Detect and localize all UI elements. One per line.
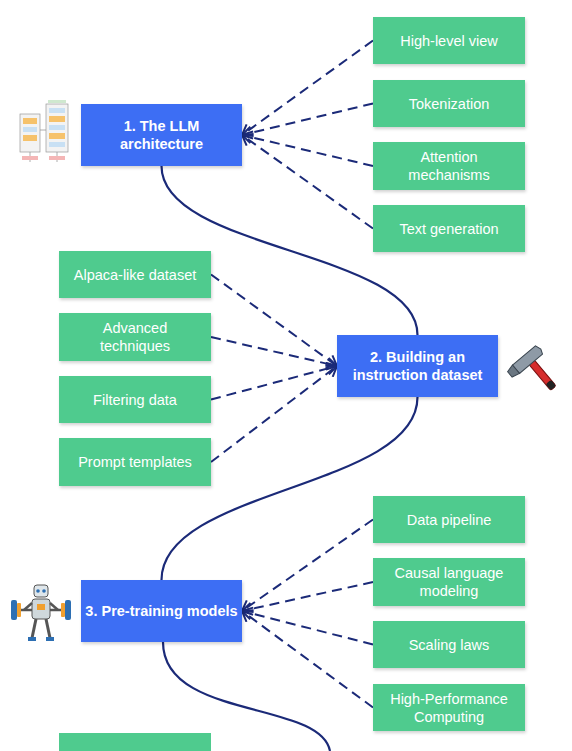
box-label: 3. Pre-training models	[85, 602, 237, 620]
dashed-arrow	[242, 611, 373, 708]
topic-box: Scaling laws	[373, 621, 525, 668]
box-label: Alpaca-like dataset	[74, 266, 197, 284]
stage-box: 2. Building an instruction dataset	[337, 335, 498, 397]
dashed-arrow	[242, 520, 373, 612]
transformer-icon	[20, 100, 68, 162]
dashed-arrow	[242, 135, 373, 166]
dashed-arrow	[211, 337, 337, 366]
box-label: Filtering data	[93, 391, 177, 409]
topic-box: Attention mechanisms	[373, 142, 525, 190]
topic-box: Causal language modeling	[373, 558, 525, 606]
hammer-icon	[506, 344, 565, 403]
box-label: Attention mechanisms	[394, 148, 504, 184]
box-label: Scaling laws	[409, 636, 490, 654]
topic-box: High-level view	[373, 17, 525, 64]
topic-box: Text generation	[373, 205, 525, 252]
box-label: Text generation	[399, 220, 498, 238]
topic-box: Advanced techniques	[59, 313, 211, 361]
topic-box: Filtering data	[59, 376, 211, 423]
stage-box: 3. Pre-training models	[81, 580, 242, 642]
dashed-arrow	[242, 41, 373, 136]
topic-box: Prompt templates	[59, 438, 211, 486]
box-label: 2. Building an instruction dataset	[348, 348, 488, 384]
box-label: 1. The LLM architecture	[107, 117, 217, 153]
dashed-arrow	[242, 582, 373, 611]
dashed-arrow	[242, 135, 373, 229]
box-label: Advanced techniques	[85, 319, 185, 355]
box-label: High-Performance Computing	[384, 690, 514, 726]
box-label: Causal language modeling	[384, 564, 514, 600]
topic-box: Tokenization	[373, 80, 525, 127]
topic-box: Alpaca-like dataset	[59, 251, 211, 298]
dashed-arrow	[211, 366, 337, 462]
dashed-arrow	[242, 611, 373, 645]
box-label: Tokenization	[409, 95, 490, 113]
dashed-arrow	[211, 275, 337, 367]
topic-box: High-Performance Computing	[373, 684, 525, 731]
stage-box: 1. The LLM architecture	[81, 104, 242, 166]
box-label: Data pipeline	[407, 511, 492, 529]
flow-curve	[162, 397, 418, 580]
box-label: High-level view	[400, 32, 498, 50]
dashed-arrow	[211, 366, 337, 400]
cut-off-box	[59, 733, 211, 751]
robot-icon	[11, 585, 71, 641]
dashed-arrow	[242, 104, 373, 136]
box-label: Prompt templates	[78, 453, 192, 471]
topic-box: Data pipeline	[373, 496, 525, 543]
